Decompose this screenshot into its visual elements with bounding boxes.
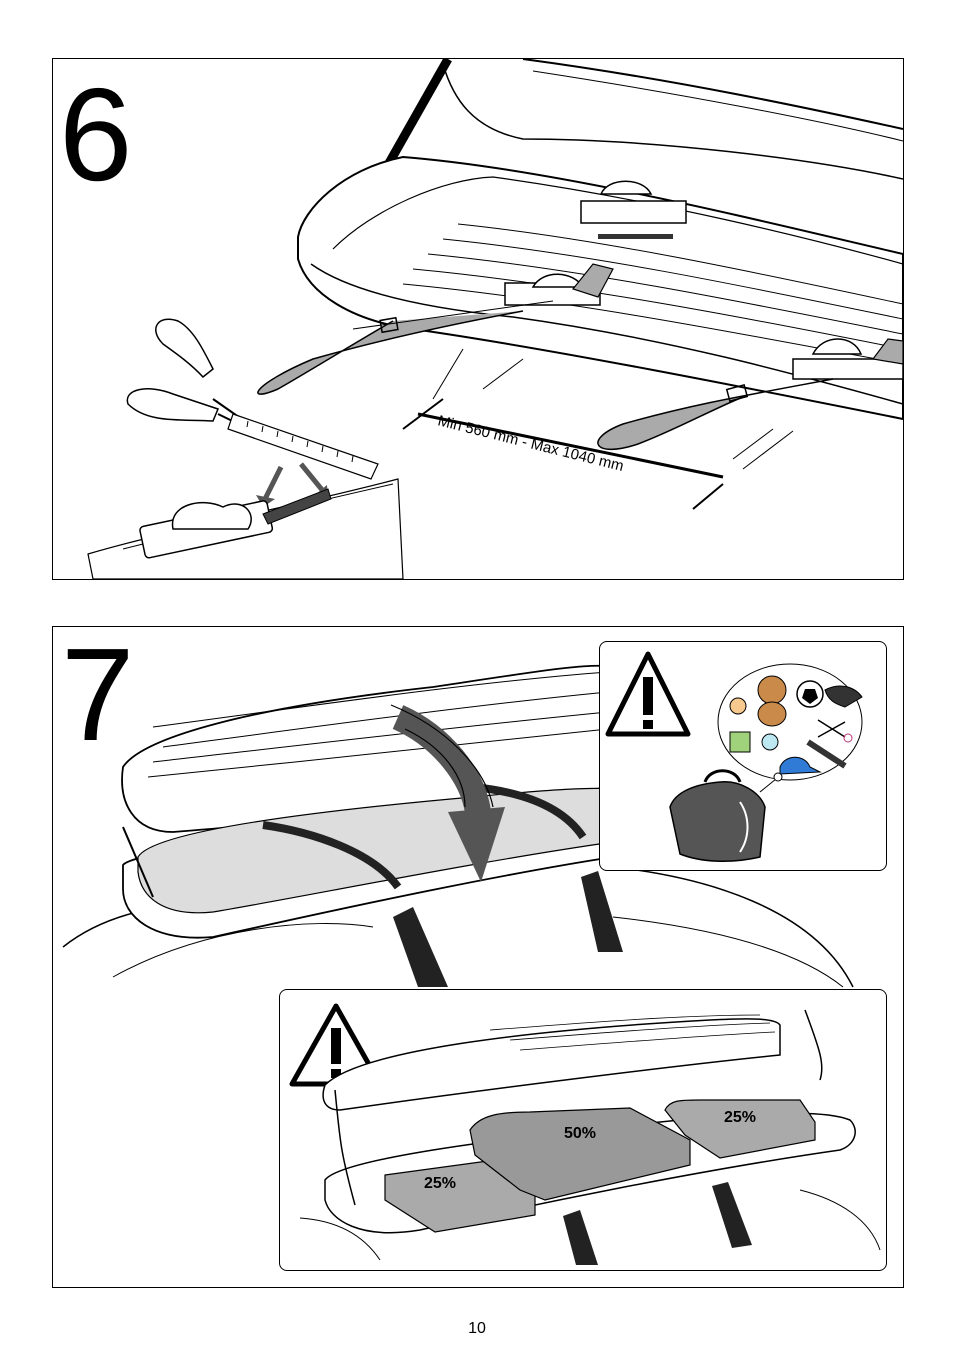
load-label-right: 25% <box>724 1109 756 1126</box>
roof-box-straps-illustration: Min 560 mm - Max 1040 mm <box>53 59 903 579</box>
toy-box-icon <box>730 732 750 752</box>
page-number: 10 <box>0 1320 954 1338</box>
step-7-panel: 7 <box>52 626 904 1288</box>
soccer-ball-icon <box>797 681 823 707</box>
clown-icon <box>730 698 746 714</box>
step-6-panel: 6 <box>52 58 904 580</box>
warning-triangle-icon <box>608 654 688 734</box>
warning-inset-loose-items <box>599 641 887 871</box>
load-label-left: 25% <box>424 1175 456 1192</box>
measurement-label: Min 560 mm - Max 1040 mm <box>436 412 625 475</box>
warning-inset-load-distribution: 25% 50% 25% <box>279 989 887 1271</box>
rattle-icon <box>762 734 778 750</box>
load-label-center: 50% <box>564 1125 596 1142</box>
bag-icon <box>670 771 765 862</box>
